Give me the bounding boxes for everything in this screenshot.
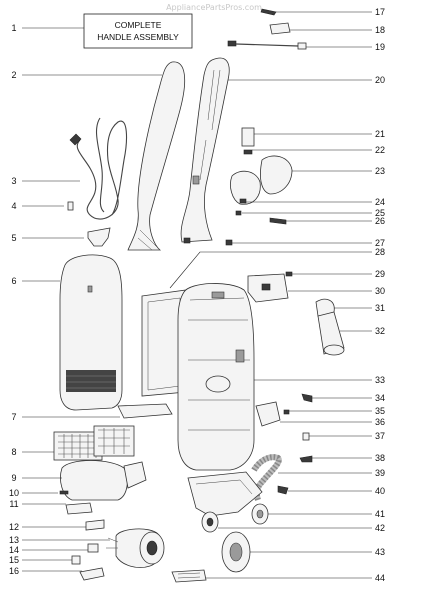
callouts-left: 1 2 3 4 5 6 7 8 9 10 11 12 13 14 15 16: [9, 23, 19, 576]
callout-30: 30: [375, 286, 385, 296]
leader-lines: [22, 11, 372, 579]
callout-14: 14: [9, 545, 19, 555]
callout-17: 17: [375, 7, 385, 17]
callout-33: 33: [375, 375, 385, 385]
callout-8: 8: [11, 447, 16, 457]
parts-drawing: [53, 8, 345, 583]
callout-37: 37: [375, 431, 385, 441]
callout-35: 35: [375, 406, 385, 416]
callout-22: 22: [375, 145, 385, 155]
callout-12: 12: [9, 522, 19, 532]
callout-28: 28: [375, 247, 385, 257]
callout-9: 9: [11, 473, 16, 483]
callout-4: 4: [11, 201, 16, 211]
callout-38: 38: [375, 453, 385, 463]
callout-23: 23: [375, 166, 385, 176]
callout-19: 19: [375, 42, 385, 52]
callout-42: 42: [375, 523, 385, 533]
callout-44: 44: [375, 573, 385, 583]
callout-24: 24: [375, 197, 385, 207]
callout-36: 36: [375, 417, 385, 427]
callout-40: 40: [375, 486, 385, 496]
callout-1: 1: [11, 23, 16, 33]
callout-25: 25: [375, 208, 385, 218]
title-line-2: HANDLE ASSEMBLY: [97, 32, 179, 42]
callout-20: 20: [375, 75, 385, 85]
callout-13: 13: [9, 535, 19, 545]
callout-39: 39: [375, 468, 385, 478]
callout-43: 43: [375, 547, 385, 557]
callout-6: 6: [11, 276, 16, 286]
callout-21: 21: [375, 129, 385, 139]
watermark-text: AppliancePartsPros.com: [166, 3, 262, 12]
callout-16: 16: [9, 566, 19, 576]
title-line-1: COMPLETE: [115, 20, 162, 30]
callout-11: 11: [9, 499, 18, 509]
callout-26: 26: [375, 216, 385, 226]
callout-18: 18: [375, 25, 385, 35]
callout-41: 41: [375, 509, 385, 519]
complete-handle-assembly-box: COMPLETE HANDLE ASSEMBLY: [83, 13, 193, 49]
callout-31: 31: [375, 303, 385, 313]
callout-32: 32: [375, 326, 385, 336]
callout-10: 10: [9, 488, 19, 498]
callout-5: 5: [11, 233, 16, 243]
callout-34: 34: [375, 393, 385, 403]
callout-7: 7: [11, 412, 16, 422]
callout-27: 27: [375, 238, 385, 248]
callout-2: 2: [11, 70, 16, 80]
callouts-right: 17 18 19 20 21 22 23 24 25 26 27 28 29 3…: [375, 7, 385, 583]
callout-29: 29: [375, 269, 385, 279]
callout-15: 15: [9, 555, 19, 565]
callout-3: 3: [11, 176, 16, 186]
